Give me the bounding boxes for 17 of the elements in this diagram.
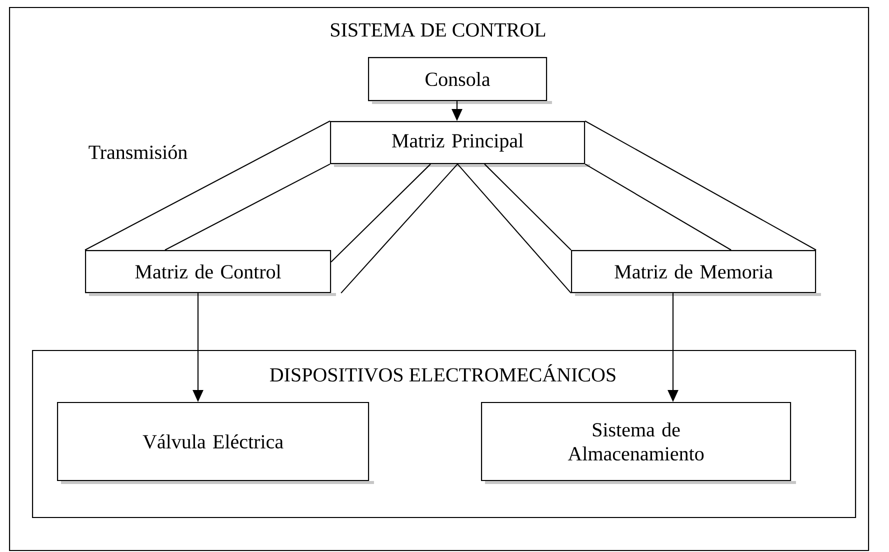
- group-title: DISPOSITIVOS ELECTROMECÁNICOS: [270, 364, 616, 382]
- process-box: Matriz de Control: [85, 250, 332, 294]
- transmission-line: [584, 120, 816, 250]
- transmission-line: [457, 164, 572, 294]
- group-title: SISTEMA DE CONTROL: [331, 23, 546, 37]
- process-box: Válvula Eléctrica: [57, 402, 370, 482]
- process-box: Matriz de Memoria: [571, 250, 816, 294]
- transmission-line: [340, 164, 458, 294]
- transmission-line: [330, 164, 431, 262]
- transmission-line: [484, 164, 572, 250]
- band-label: Transmisión: [88, 144, 188, 160]
- transmission-line: [84, 120, 330, 250]
- process-box: Consola: [368, 57, 548, 102]
- transmission-line: [584, 164, 732, 250]
- transmission-line: [164, 164, 330, 250]
- process-box: Sistema de Almacenamiento: [481, 402, 792, 482]
- process-box: Matriz Principal: [330, 121, 586, 164]
